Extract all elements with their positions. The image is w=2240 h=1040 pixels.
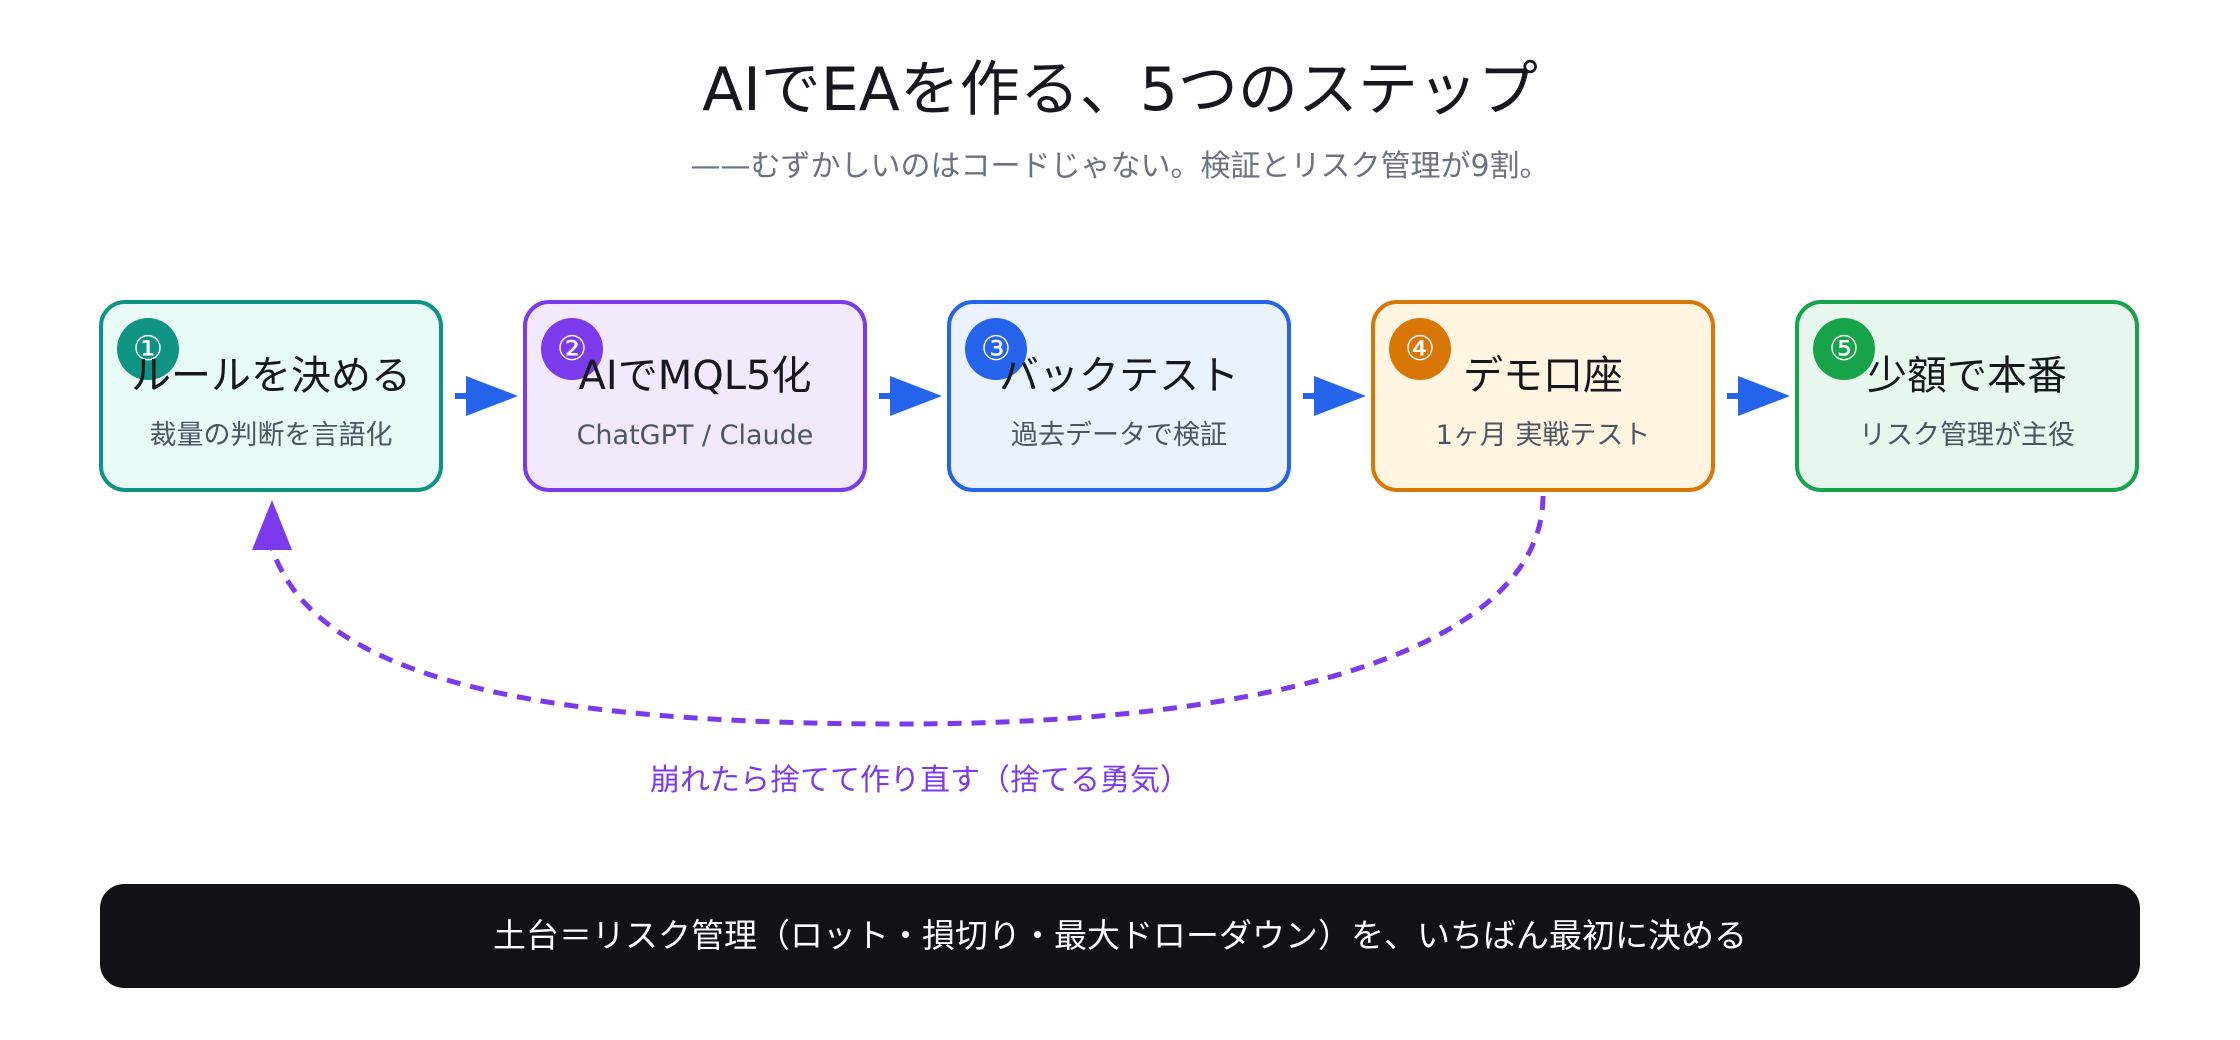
feedback-loop-label: 崩れたら捨てて作り直す（捨てる勇気） bbox=[650, 763, 1190, 798]
step-3-sublabel: 過去データで検証 bbox=[1011, 420, 1227, 451]
step-5-number-badge: ⑤ bbox=[1813, 318, 1875, 380]
step-4-sublabel: 1ヶ月 実戦テスト bbox=[1435, 420, 1651, 451]
step-2-box: ② AIでMQL5化 ChatGPT / Claude bbox=[523, 300, 867, 492]
arrow-1-to-2 bbox=[455, 376, 518, 416]
step-5-label: 少額で本番 bbox=[1867, 353, 2067, 399]
step-1-sublabel: 裁量の判断を言語化 bbox=[149, 420, 393, 451]
step-4-box: ④ デモ口座 1ヶ月 実戦テスト bbox=[1371, 300, 1715, 492]
arrow-3-to-4 bbox=[1303, 376, 1366, 416]
feedback-loop-path bbox=[269, 495, 1546, 727]
diagram-subtitle: ——むずかしいのはコードじゃない。検証とリスク管理が9割。 bbox=[690, 149, 1550, 184]
step-2-sublabel: ChatGPT / Claude bbox=[576, 420, 814, 451]
step-4-number-badge: ④ bbox=[1389, 318, 1451, 380]
step-3-number-badge: ③ bbox=[965, 318, 1027, 380]
diagram-title: AIでEAを作る、5つのステップ bbox=[702, 55, 1538, 125]
step-2-label: AIでMQL5化 bbox=[578, 353, 812, 399]
arrow-4-to-5 bbox=[1727, 376, 1790, 416]
arrow-2-to-3 bbox=[879, 376, 942, 416]
step-4-label: デモ口座 bbox=[1463, 353, 1623, 399]
step-5-sublabel: リスク管理が主役 bbox=[1859, 420, 2075, 451]
step-1-box: ① ルールを決める 裁量の判断を言語化 bbox=[99, 300, 443, 492]
foundation-banner: 土台＝リスク管理（ロット・損切り・最大ドローダウン）を、いちばん最初に決める bbox=[100, 884, 2140, 988]
feedback-loop-arrowhead bbox=[252, 500, 292, 550]
step-1-number-badge: ① bbox=[117, 318, 179, 380]
step-3-box: ③ バックテスト 過去データで検証 bbox=[947, 300, 1291, 492]
step-3-label: バックテスト bbox=[999, 353, 1239, 399]
step-1-label: ルールを決める bbox=[131, 353, 411, 399]
step-2-number-badge: ② bbox=[541, 318, 603, 380]
step-5-box: ⑤ 少額で本番 リスク管理が主役 bbox=[1795, 300, 2139, 492]
